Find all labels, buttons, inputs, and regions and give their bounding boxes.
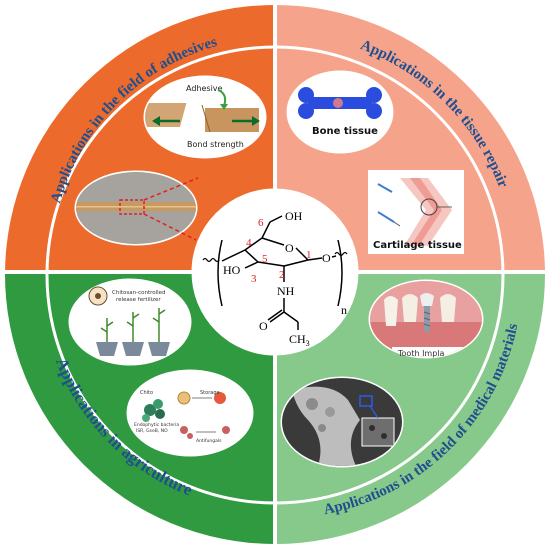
apple-icon (214, 392, 226, 404)
tooth-implant-label: Tooth Impla (397, 349, 445, 358)
wavy-link-left (202, 257, 220, 263)
antifungal-label: Antifungals (196, 438, 222, 444)
fertilizer-panel: Chitosan-controlled release fertilizer (68, 278, 192, 366)
plant-pots-icon (96, 308, 170, 356)
left-bracket (217, 239, 223, 307)
cartilage-tissue-panel: Cartilage tissue (368, 170, 464, 254)
ho-left-label: HO (223, 263, 241, 277)
zoom-box-blue (359, 395, 373, 407)
carbon-number-6: 6 (258, 217, 264, 229)
carbon-number-5: 5 (262, 253, 268, 265)
microstructure-inset (361, 417, 395, 447)
bone-tissue-panel: Bone tissue (286, 70, 394, 154)
bone-tissue-label: Bone tissue (312, 126, 378, 137)
zoom-box (119, 199, 145, 215)
oh-top-label: OH (285, 209, 303, 223)
pathway-label-1: Endophytic bacteria (134, 422, 179, 428)
chito-label: Chito (140, 390, 153, 396)
pathway-label-2: ISR, GseB, NO (136, 428, 168, 434)
carbon-number-2: 2 (279, 269, 285, 281)
chitosan-molecule: OH HO O O NH O CH3 n 1 2 3 4 5 6 (191, 188, 359, 356)
chitosan-cluster-icon (142, 399, 165, 422)
antifungal-panel: Chito Endophytic bacteria ISR, GseB, NO … (126, 369, 254, 457)
wood-micrograph-panel (74, 170, 199, 246)
quadrant-medical-materials (275, 272, 546, 545)
adhesive-joint-panel: Adhesive Bond strength (143, 75, 267, 159)
ring-oxygen-label: O (285, 241, 294, 255)
right-bracket (337, 239, 343, 307)
fungi-icon (180, 426, 188, 434)
tooth-icon (384, 296, 398, 326)
syringe-icon (377, 183, 401, 227)
carbon-number-4: 4 (246, 237, 252, 249)
wavy-link-right (334, 251, 348, 257)
fertilizer-label-2: release fertilizer (116, 297, 161, 303)
bond-strength-label: Bond strength (187, 140, 244, 149)
bone-icon (298, 87, 382, 119)
carbon-number-1: 1 (306, 249, 312, 261)
bone-micrograph-panel (280, 376, 404, 468)
repeat-n-label: n (341, 303, 347, 317)
cartilage-tissue-label: Cartilage tissue (373, 240, 462, 251)
carbonyl-oxygen-label: O (259, 319, 268, 333)
adhesive-label: Adhesive (186, 84, 223, 93)
quadrant-adhesives (5, 4, 275, 275)
fertilizer-label-1: Chitosan-controlled (112, 290, 166, 296)
tooth-implant-panel: Tooth Impla (368, 279, 484, 359)
inner-ring (45, 45, 505, 505)
molecule-circle (191, 188, 359, 356)
fruit-icon (177, 391, 191, 405)
pyranose-ring (221, 215, 337, 330)
nh-label: NH (277, 284, 295, 298)
carbon-number-3: 3 (251, 273, 257, 285)
implant-crown (420, 293, 434, 306)
link-oxygen-label: O (322, 251, 331, 265)
storage-label: Storage (200, 390, 220, 396)
ch3-label: CH3 (289, 332, 310, 348)
